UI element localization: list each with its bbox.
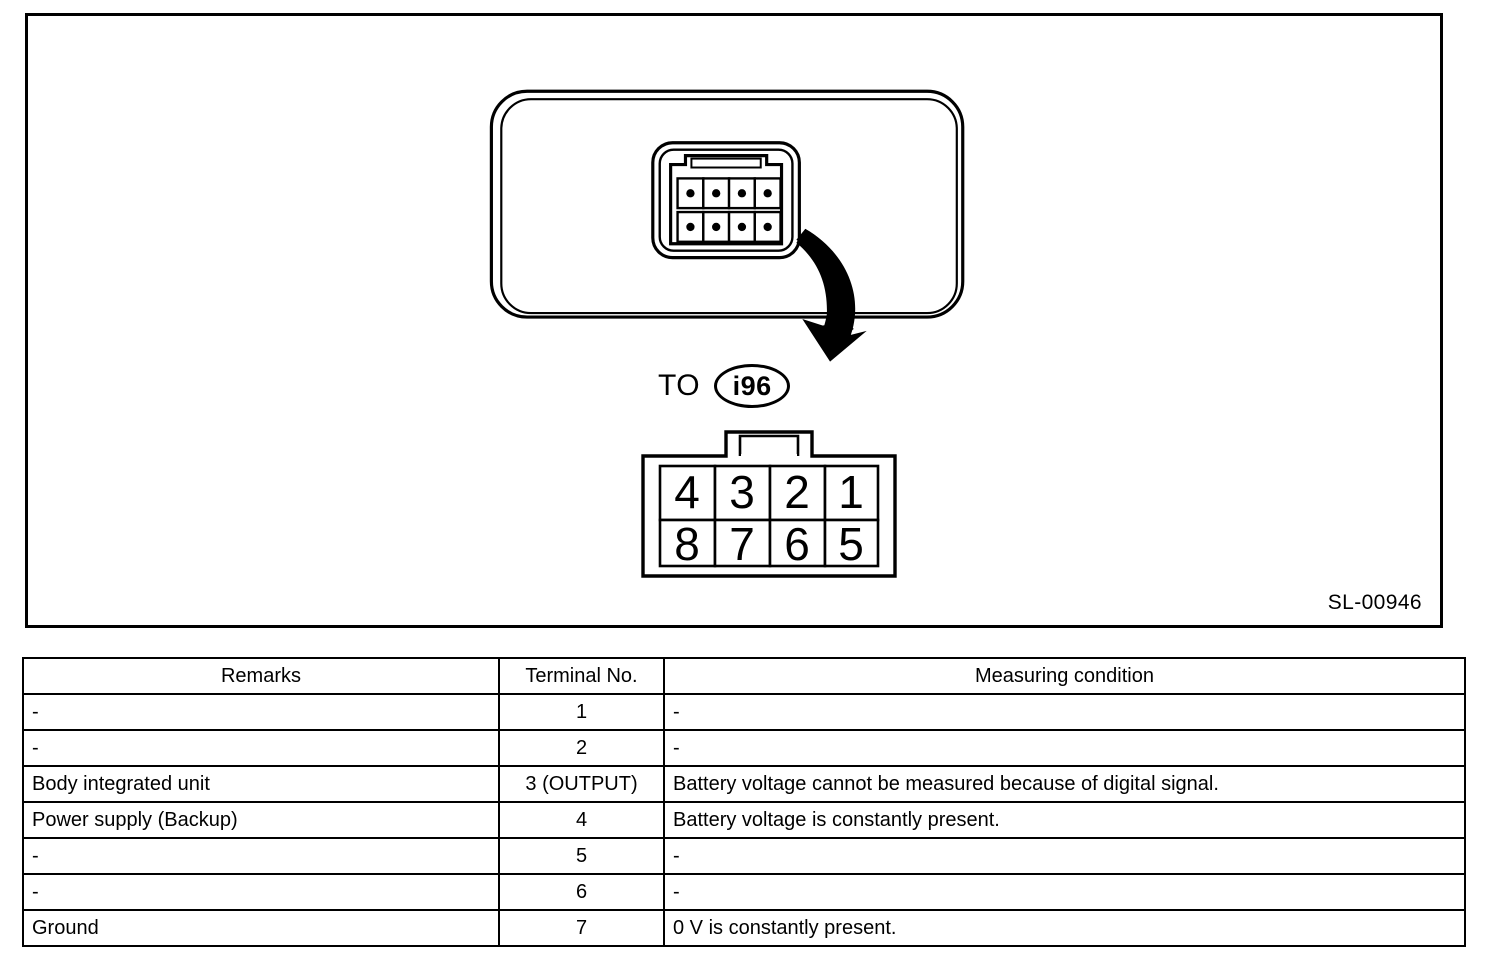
connector-id-ellipse: i96 xyxy=(714,364,791,408)
cell-measure: Battery voltage cannot be measured becau… xyxy=(663,765,1466,803)
cell-remarks: - xyxy=(22,729,500,767)
cell-measure: - xyxy=(663,873,1466,911)
cell-remarks: - xyxy=(22,837,500,875)
diagram-panel: TO i96 4 3 xyxy=(25,13,1443,628)
pin-number-top-1: 3 xyxy=(729,466,755,518)
connector-illustration xyxy=(489,89,965,362)
cell-terminal: 6 xyxy=(498,873,665,911)
cell-terminal: 3 (OUTPUT) xyxy=(498,765,665,803)
connector-id-text: i96 xyxy=(732,370,772,401)
cell-measure: - xyxy=(663,693,1466,731)
table-body: - 1 - - 2 - Body integrated unit 3 (OUTP… xyxy=(22,693,1466,947)
cell-remarks: Ground xyxy=(22,909,500,947)
pin-number-bottom-2: 6 xyxy=(784,518,810,570)
cell-terminal: 5 xyxy=(498,837,665,875)
column-header-measuring-condition: Measuring condition xyxy=(663,657,1466,695)
curved-down-arrow-icon xyxy=(796,228,867,362)
cell-terminal: 1 xyxy=(498,693,665,731)
cell-measure: 0 V is constantly present. xyxy=(663,909,1466,947)
cell-terminal: 4 xyxy=(498,801,665,839)
pin-number-top-3: 1 xyxy=(838,466,864,518)
drawing-reference-code: SL-00946 xyxy=(1327,591,1422,614)
pin-number-top-0: 4 xyxy=(674,466,700,518)
cell-measure: - xyxy=(663,729,1466,767)
cell-measure: - xyxy=(663,837,1466,875)
to-label-text: TO xyxy=(658,369,701,402)
table-row: Body integrated unit 3 (OUTPUT) Battery … xyxy=(22,765,1466,803)
cell-terminal: 2 xyxy=(498,729,665,767)
table-row: - 1 - xyxy=(22,693,1466,731)
column-header-terminal-no: Terminal No. xyxy=(498,657,665,695)
table-row: - 6 - xyxy=(22,873,1466,911)
cell-remarks: - xyxy=(22,693,500,731)
pinout-number-view: 4 3 2 1 8 7 6 5 xyxy=(640,420,898,592)
column-header-remarks: Remarks xyxy=(22,657,500,695)
terminal-specification-table: Remarks Terminal No. Measuring condition… xyxy=(22,657,1466,947)
pin-number-top-2: 2 xyxy=(784,466,810,518)
cell-terminal: 7 xyxy=(498,909,665,947)
table-row: Power supply (Backup) 4 Battery voltage … xyxy=(22,801,1466,839)
cell-remarks: - xyxy=(22,873,500,911)
pin-number-bottom-3: 5 xyxy=(838,518,864,570)
pin-number-bottom-1: 7 xyxy=(729,518,755,570)
table-row: - 5 - xyxy=(22,837,1466,875)
pin-number-bottom-0: 8 xyxy=(674,518,700,570)
table-row: Ground 7 0 V is constantly present. xyxy=(22,909,1466,947)
cell-remarks: Body integrated unit xyxy=(22,765,500,803)
connector-pin-grid xyxy=(676,177,782,243)
cell-measure: Battery voltage is constantly present. xyxy=(663,801,1466,839)
table-header-row: Remarks Terminal No. Measuring condition xyxy=(22,657,1466,695)
cell-remarks: Power supply (Backup) xyxy=(22,801,500,839)
connector-destination-label: TO i96 xyxy=(658,364,791,408)
pinout-cell-grid xyxy=(658,464,880,568)
table-row: - 2 - xyxy=(22,729,1466,767)
